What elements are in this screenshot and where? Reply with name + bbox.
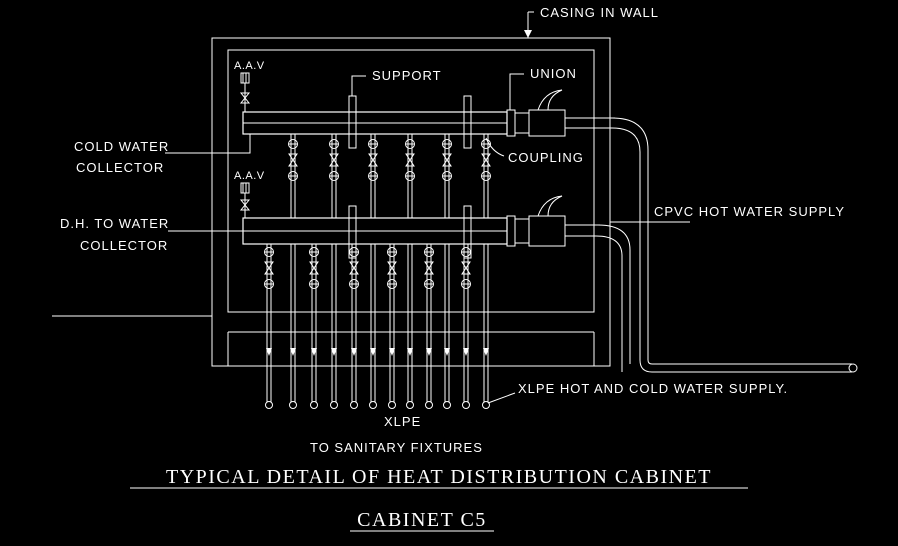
- bottom-union: [514, 218, 530, 244]
- coupling-leader: [485, 137, 505, 157]
- bottom-outlet-2: [310, 401, 318, 409]
- bottom-outlet-3: [350, 401, 358, 409]
- cpvc-pipe-inner-1: [611, 127, 852, 373]
- flow-arrow-icon: [444, 348, 450, 356]
- bottom-outlet-6: [462, 401, 470, 409]
- dh-water-branches: [264, 244, 489, 409]
- aav-top-check-icon: [239, 92, 251, 104]
- top-outlet-6: [482, 401, 490, 409]
- cold-collector-label-line1: COLD WATER: [74, 139, 169, 154]
- top-coupling: [506, 109, 516, 137]
- bottom-branch-3-gate-icon: [349, 261, 359, 275]
- top-outlet-4: [406, 401, 414, 409]
- aav-bottom-valve-icon: [240, 182, 250, 194]
- cabinet-outer-casing: [211, 37, 611, 367]
- bottom-outlet-5: [425, 401, 433, 409]
- top-outlet-2: [330, 401, 338, 409]
- xlpe-supply-label: XLPE HOT AND COLD WATER SUPPLY.: [518, 381, 788, 396]
- casing-label: CASING IN WALL: [540, 5, 659, 20]
- bottom-outlet-4: [388, 401, 396, 409]
- cabinet-inner-frame: [227, 49, 595, 313]
- flow-arrow-icon: [426, 348, 432, 356]
- top-branch-2-gate-icon: [329, 153, 339, 167]
- flow-arrow-icon: [266, 348, 272, 356]
- fixtures-label: TO SANITARY FIXTURES: [310, 440, 483, 455]
- bottom-branch-4-gate-icon: [387, 261, 397, 275]
- aav-bottom-check-icon: [239, 199, 251, 211]
- flow-arrow-icon: [370, 348, 376, 356]
- flow-arrow-icon: [483, 348, 489, 356]
- flow-arrow-icon: [290, 348, 296, 356]
- drawing-title: TYPICAL DETAIL OF HEAT DISTRIBUTION CABI…: [166, 466, 712, 488]
- cpvc-pipe-outer-1: [611, 117, 852, 365]
- top-branch-4-gate-icon: [405, 153, 415, 167]
- flow-arrow-icon: [331, 348, 337, 356]
- support-leader: [351, 75, 366, 96]
- bottom-branch-6-gate-icon: [461, 261, 471, 275]
- bottom-outlet-1: [265, 401, 273, 409]
- top-union: [514, 112, 530, 134]
- flow-arrow-icon: [389, 348, 395, 356]
- cpvc-pipe-end: [848, 363, 858, 373]
- bottom-union-body: [528, 215, 566, 247]
- top-union-handle-icon: [537, 89, 563, 111]
- support-bracket-1: [348, 95, 357, 149]
- support-bracket-2: [463, 95, 472, 149]
- top-outlet-1: [289, 401, 297, 409]
- casing-arrow-icon: [524, 30, 532, 38]
- cold-collector-leader: [165, 134, 251, 154]
- flow-arrow-icon: [351, 348, 357, 356]
- union-leader: [509, 73, 524, 110]
- cpvc-label: CPVC HOT WATER SUPPLY: [654, 204, 845, 219]
- coupling-label: COUPLING: [508, 150, 584, 165]
- top-branch-6-gate-icon: [481, 153, 491, 167]
- bottom-branch-5-gate-icon: [424, 261, 434, 275]
- dh-collector-label-line1: D.H. TO WATER: [60, 216, 169, 231]
- aav-top-label: A.A.V: [234, 60, 265, 72]
- top-union-body: [528, 109, 566, 137]
- top-outlet-3: [369, 401, 377, 409]
- top-branch-3-gate-icon: [368, 153, 378, 167]
- top-branch-5-gate-icon: [442, 153, 452, 167]
- drawing-subtitle: CABINET C5: [357, 509, 487, 531]
- top-outlet-5: [443, 401, 451, 409]
- cpvc-pipe-inner-2: [595, 235, 623, 372]
- aav-top-valve-icon: [240, 72, 250, 84]
- cold-collector-label-line2: COLLECTOR: [76, 160, 164, 175]
- cpvc-pipe-outer-2: [597, 224, 631, 364]
- xlpe-supply-leader: [487, 392, 516, 404]
- bottom-branch-1-gate-icon: [264, 261, 274, 275]
- cold-water-branches: [288, 134, 491, 409]
- bottom-branch-2-gate-icon: [309, 261, 319, 275]
- support-label: SUPPORT: [372, 68, 442, 83]
- bottom-coupling: [506, 215, 516, 247]
- xlpe-label: XLPE: [384, 414, 421, 429]
- dh-collector-label-line2: COLLECTOR: [80, 238, 168, 253]
- bottom-union-handle-icon: [537, 195, 563, 217]
- flow-arrow-icon: [407, 348, 413, 356]
- union-label: UNION: [530, 66, 577, 81]
- aav-bottom-label: A.A.V: [234, 170, 265, 182]
- flow-arrow-icon: [311, 348, 317, 356]
- flow-arrow-icon: [463, 348, 469, 356]
- top-branch-1-gate-icon: [288, 153, 298, 167]
